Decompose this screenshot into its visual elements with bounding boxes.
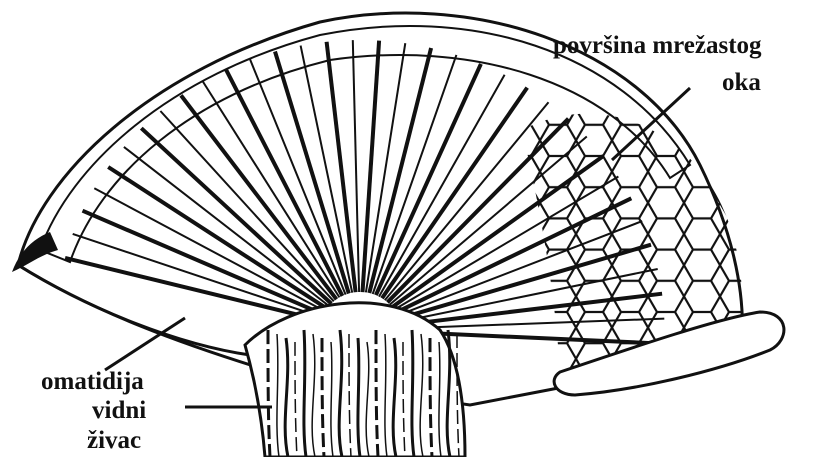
label-eye-surface-2: oka xyxy=(722,70,761,95)
nerve-fiber xyxy=(304,330,306,457)
label-ommatidium: omatidija xyxy=(41,369,144,394)
label-optic-nerve-2: živac xyxy=(87,428,141,453)
label-eye-surface: površina mrežastog xyxy=(553,33,762,58)
nerve-fiber xyxy=(358,338,360,457)
label-optic-nerve: vidni xyxy=(92,398,146,423)
nerve-fiber xyxy=(412,330,414,457)
